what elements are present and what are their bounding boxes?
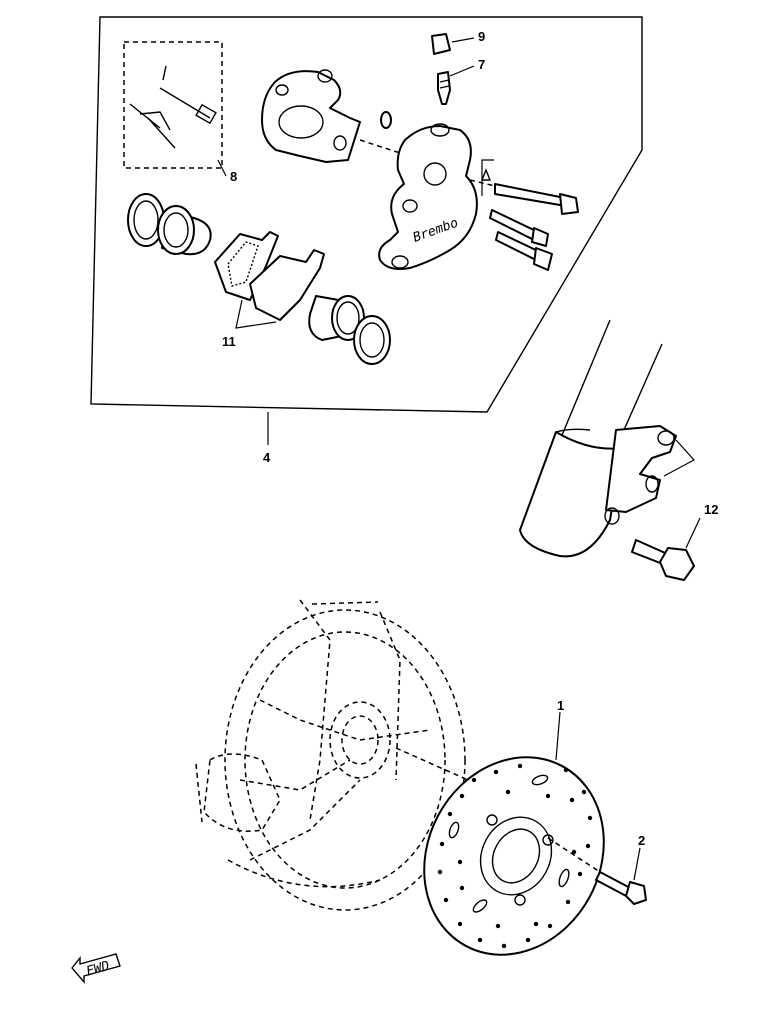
caliper-body-outer: [261, 69, 361, 163]
piston-right: [308, 295, 365, 341]
callout-1: 1: [557, 698, 564, 713]
callout-8: 8: [230, 169, 237, 184]
bleed-cap: [431, 33, 451, 55]
brake-pad-front: [214, 231, 279, 301]
caliper-pin-lower: [495, 231, 553, 271]
fwd-direction-marker: FWD: [71, 953, 121, 984]
fork-leg: [519, 319, 695, 558]
callout-2: 2: [638, 833, 645, 848]
piston-seal-right: [353, 315, 391, 365]
caliper-assembly-frame: [90, 16, 643, 445]
disc-bolt: [547, 837, 647, 905]
callout-7: 7: [478, 57, 485, 72]
o-ring: [380, 111, 392, 129]
brake-disc: [395, 711, 605, 956]
brake-pad-rear: [249, 249, 325, 321]
callout-4: 4: [263, 450, 271, 465]
callout-9: 9: [478, 29, 485, 44]
callout-11: 11: [222, 334, 236, 349]
wheel-hub-dashed: [195, 599, 466, 911]
fwd-label: FWD: [85, 959, 112, 980]
caliper-pin-middle: [489, 209, 549, 247]
piston-left: [157, 205, 212, 256]
callout-labels: 9 7 8 11 4 12 1 2: [222, 29, 718, 848]
caliper-body-inner: Brembo: [378, 123, 478, 270]
caliper-pin-upper: [469, 168, 579, 215]
callout-12: 12: [704, 502, 718, 517]
bleed-screw: [437, 71, 451, 105]
fork-bolt: [631, 517, 701, 581]
bleed-kit-box: [123, 41, 227, 177]
